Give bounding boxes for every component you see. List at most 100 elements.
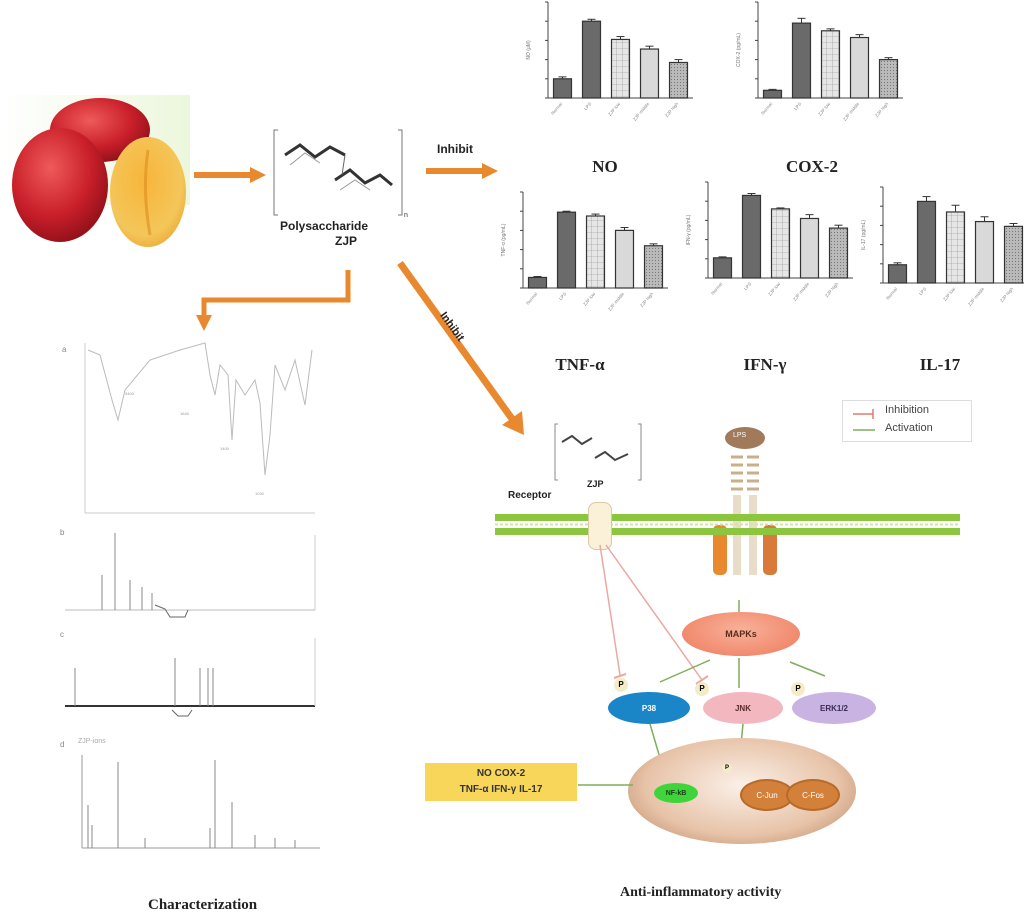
x-tick-label: ZJP high: [824, 281, 840, 298]
zjp-small-structure: [554, 423, 642, 481]
inhibition-lines: [599, 544, 709, 685]
phospho-marker-erk: P: [791, 682, 805, 696]
y-axis-label: IFN-γ (pg/mL): [686, 214, 692, 245]
x-tick-label: ZJP low: [767, 281, 782, 297]
cytokine-output-box: NO COX-2 TNF-α IFN-γ IL-17: [425, 763, 577, 801]
jujube-fruit-illustration: [0, 95, 190, 247]
chart-title-il17: IL-17: [919, 355, 961, 374]
bar-zjp-low: [585, 215, 606, 289]
bar-zjp-high: [1003, 225, 1024, 284]
erk-node: ERK1/2: [792, 692, 876, 724]
x-tick-label: Normal: [525, 291, 538, 305]
x-tick-label: ZJP low: [582, 291, 597, 307]
anti-inflammatory-caption: Anti-inflammatory activity: [620, 885, 782, 900]
nfkb-node: NF-kB: [654, 783, 698, 803]
jnk-node: JNK: [703, 692, 783, 724]
x-tick-label: ZJP middle: [967, 286, 986, 307]
y-axis-label: COX-2 (pg/mL): [736, 33, 742, 67]
x-tick-label: LPS: [583, 101, 592, 111]
phospho-marker-nucleus: P: [722, 763, 732, 773]
x-tick-label: ZJP high: [639, 291, 655, 308]
mapks-activation-lines: [659, 600, 826, 688]
cjun-node: C-Jun: [740, 779, 794, 811]
x-tick-label: Normal: [760, 101, 773, 115]
x-tick-label: ZJP low: [607, 101, 622, 117]
phospho-marker-p38: P: [614, 678, 628, 692]
panel-letter-b: b: [60, 528, 65, 537]
bar-normal: [762, 89, 783, 99]
zjp-label: ZJP: [335, 234, 358, 248]
bar-zjp-middle: [974, 220, 995, 284]
polysaccharide-label: Polysaccharide: [280, 219, 369, 233]
chart-title-cox2: COX-2: [786, 157, 838, 176]
x-tick-label: LPS: [918, 286, 927, 296]
arrow-fruit-to-zjp: [194, 167, 266, 183]
svg-text:1640: 1640: [180, 411, 190, 416]
x-tick-label: LPS: [743, 281, 752, 291]
panel-letter-c: c: [60, 630, 64, 639]
ftir-spectrum: 3400 1640 1400 1030: [84, 342, 315, 514]
legend-inhibition-symbol: [853, 409, 875, 431]
arrow-zjp-to-charts: [426, 163, 498, 179]
x-tick-label: LPS: [793, 101, 802, 111]
y-axis-label: NO (μM): [526, 40, 532, 60]
cfos-node: C-Fos: [786, 779, 840, 811]
panel-letter-a: a: [62, 345, 67, 354]
bar-zjp-high: [828, 227, 849, 279]
x-tick-label: ZJP low: [942, 286, 957, 302]
chart-title-tnf: TNF-α: [555, 355, 605, 374]
polysaccharide-structure: n: [273, 129, 408, 219]
legend-activation-label: Activation: [885, 422, 933, 434]
legend-box: Inhibition Activation: [842, 400, 972, 442]
bar-normal: [527, 276, 548, 289]
receptor-label: Receptor: [508, 490, 552, 501]
bar-zjp-middle: [849, 36, 870, 99]
arrow-zjp-to-characterization: [196, 270, 351, 331]
chart-title-no: NO: [592, 157, 618, 176]
ms-panel-title: ZJP-ions: [78, 738, 106, 745]
x-tick-label: ZJP high: [999, 286, 1015, 303]
phospho-marker-jnk: P: [695, 682, 709, 696]
bar-lps: [581, 20, 602, 99]
chart-title-ifn: IFN-γ: [743, 355, 787, 374]
output-line-2: TNF-α IFN-γ IL-17: [459, 784, 543, 795]
jujube-fruit-image: [0, 95, 190, 255]
svg-text:1030: 1030: [255, 491, 265, 496]
mass-spectrum: [81, 755, 320, 849]
mapks-node: MAPKs: [682, 612, 800, 656]
bar-lps: [916, 200, 937, 284]
p38-node: P38: [608, 692, 690, 724]
x-tick-label: LPS: [558, 291, 567, 301]
h-nmr-spectrum: [65, 533, 316, 618]
bar-normal: [552, 78, 573, 99]
bar-zjp-high: [643, 245, 664, 289]
x-tick-label: Normal: [710, 281, 723, 295]
bar-normal: [712, 257, 733, 279]
svg-text:1400: 1400: [220, 446, 230, 451]
bar-zjp-high: [878, 58, 899, 99]
x-tick-label: Normal: [550, 101, 563, 115]
bar-zjp-low: [945, 211, 966, 284]
bar-zjp-middle: [639, 48, 660, 99]
bar-zjp-low: [770, 208, 791, 279]
bar-lps: [556, 211, 577, 289]
bar-chart-il17: IL-17 (pg/mL) Normal LPS ZJP low ZJP middle Z…: [861, 186, 1024, 307]
arrow-zjp-to-pathway: [397, 260, 524, 435]
characterization-caption: Characterization: [148, 897, 258, 913]
y-axis-label: IL-17 (pg/mL): [861, 220, 867, 250]
bar-lps: [741, 194, 762, 279]
x-tick-label: ZJP middle: [842, 101, 861, 122]
c-nmr-spectrum: [65, 638, 316, 717]
bar-zjp-middle: [799, 217, 820, 279]
bar-zjp-low: [610, 38, 631, 99]
x-tick-label: Normal: [885, 286, 898, 300]
cell-membrane: [495, 514, 960, 535]
lps-label: LPS: [733, 432, 747, 439]
x-tick-label: ZJP high: [874, 101, 890, 118]
pathway-zjp-label: ZJP: [587, 479, 604, 489]
output-link: [578, 784, 633, 786]
x-tick-label: ZJP high: [664, 101, 680, 118]
